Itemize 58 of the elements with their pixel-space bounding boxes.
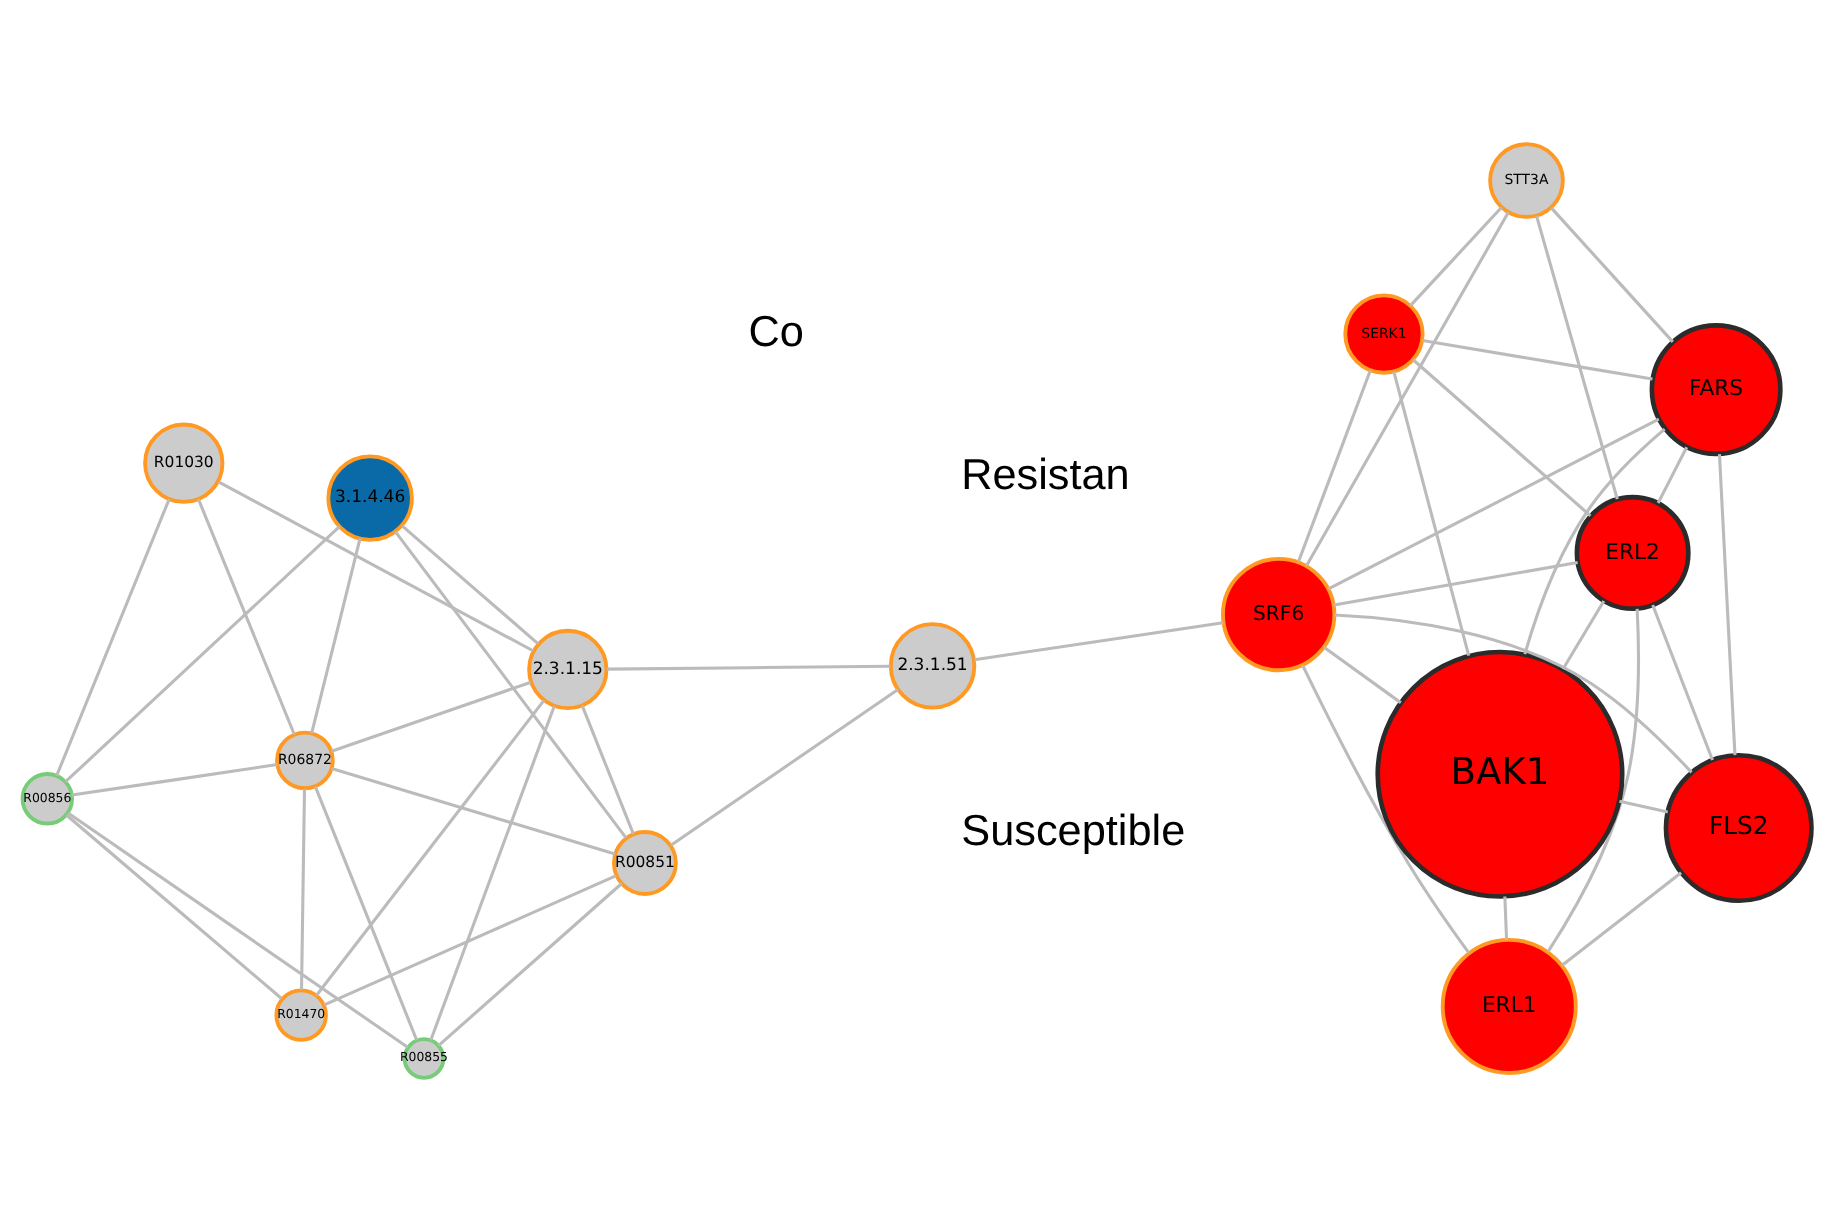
connector bbox=[323, 873, 617, 1006]
connector bbox=[1305, 210, 1510, 566]
connector bbox=[1503, 895, 1509, 939]
connector bbox=[1535, 214, 1619, 499]
connector bbox=[64, 524, 341, 782]
connector bbox=[1523, 426, 1666, 654]
connector bbox=[67, 810, 409, 1048]
connector bbox=[1327, 416, 1660, 590]
connector bbox=[71, 762, 278, 796]
node-circle: R01030 bbox=[143, 421, 225, 503]
connector bbox=[1409, 205, 1503, 306]
connector bbox=[974, 620, 1224, 661]
connector bbox=[315, 698, 546, 996]
node-circle: R00851 bbox=[612, 829, 678, 895]
connector bbox=[1546, 607, 1640, 952]
connector bbox=[55, 497, 171, 776]
connector bbox=[331, 766, 616, 855]
node-circle: FLS2 bbox=[1663, 751, 1814, 903]
connector bbox=[1619, 798, 1669, 813]
connector bbox=[1651, 603, 1714, 760]
connector bbox=[437, 881, 623, 1046]
connector bbox=[1301, 663, 1470, 953]
connector bbox=[1422, 338, 1653, 380]
connector bbox=[580, 703, 635, 834]
node-circle: FARS bbox=[1649, 322, 1783, 456]
connector bbox=[1656, 445, 1689, 503]
connector bbox=[331, 679, 532, 752]
connector bbox=[196, 497, 296, 735]
connector bbox=[394, 529, 628, 838]
node-circle: 2.3.1.15 bbox=[527, 627, 609, 710]
connector bbox=[1550, 205, 1674, 342]
connector bbox=[1334, 612, 1693, 773]
connector bbox=[217, 479, 535, 652]
node-circle: 3.1.4.46 bbox=[326, 453, 414, 541]
node-circle: SRF6 bbox=[1221, 555, 1337, 672]
connector bbox=[1560, 870, 1683, 966]
label: Resistan bbox=[961, 447, 1130, 498]
connector bbox=[313, 785, 419, 1040]
connector bbox=[1412, 357, 1592, 516]
connector bbox=[400, 523, 540, 644]
connector bbox=[300, 787, 307, 989]
label: Co bbox=[748, 305, 804, 356]
connector bbox=[1297, 369, 1372, 562]
connector bbox=[1333, 559, 1578, 606]
connector bbox=[1717, 453, 1737, 755]
node-circle: ERL2 bbox=[1574, 493, 1691, 610]
node-circle: ERL1 bbox=[1440, 936, 1578, 1074]
connector bbox=[606, 663, 891, 670]
connector bbox=[670, 687, 899, 846]
connector bbox=[1392, 370, 1471, 656]
connector bbox=[65, 812, 283, 999]
node-circle: BAK1 bbox=[1375, 648, 1625, 898]
connector bbox=[310, 537, 362, 733]
connector bbox=[429, 704, 556, 1040]
connector bbox=[1561, 599, 1606, 669]
node-circle: 2.3.1.51 bbox=[888, 621, 977, 709]
label: Susceptible bbox=[961, 803, 1186, 854]
connector bbox=[1323, 645, 1402, 703]
